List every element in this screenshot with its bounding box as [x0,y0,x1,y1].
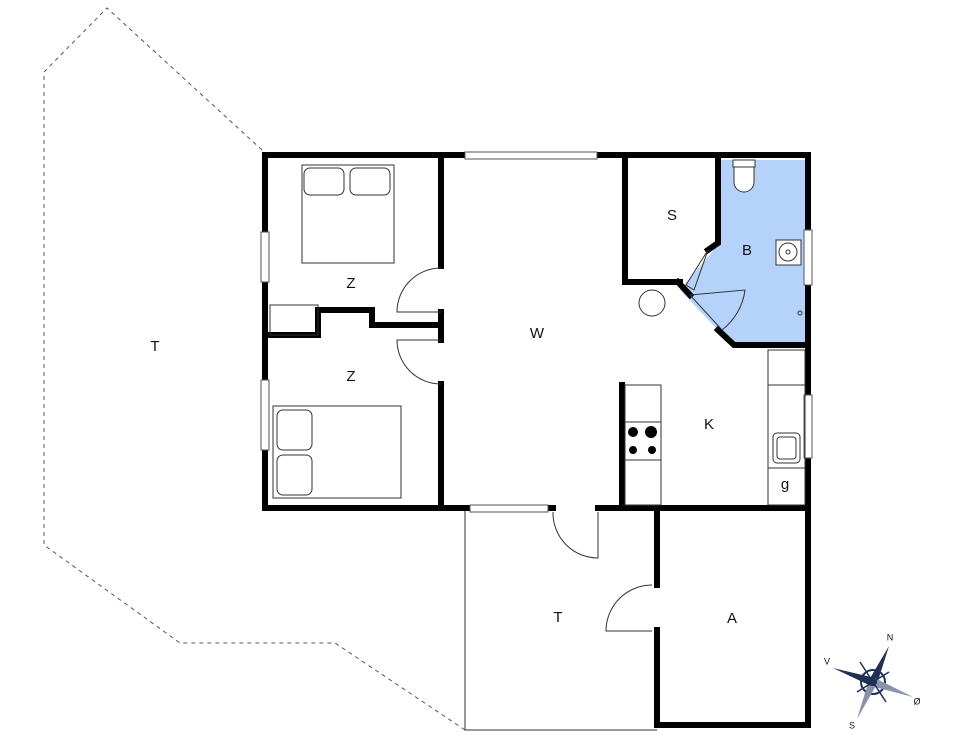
room-label-bedroom-2: Z [346,368,355,385]
furniture [269,159,806,506]
compass-rose-icon: N V S Ø [824,632,921,730]
room-label-bedroom-1: Z [346,275,355,292]
bathroom-floor [680,160,805,345]
terrace-outline [464,508,657,731]
walls [262,152,811,728]
compass-east-label: Ø [913,696,920,706]
room-label-terrace-covered: T [553,609,562,626]
door-swings [396,249,746,632]
room-label-terrace-outer: T [150,338,159,355]
room-label-kitchen: K [704,416,714,433]
cooktop [624,421,662,461]
compass-south-label: S [849,720,855,730]
windows [260,151,813,513]
room-label-annex: A [727,610,737,627]
room-label-storage: S [667,207,677,224]
room-label-g: g [781,476,789,493]
room-label-bathroom: B [742,242,752,259]
room-label-living: W [530,325,545,342]
plot-boundary [43,7,466,731]
compass-west-label: V [824,656,830,666]
compass-north-label: N [887,632,894,642]
